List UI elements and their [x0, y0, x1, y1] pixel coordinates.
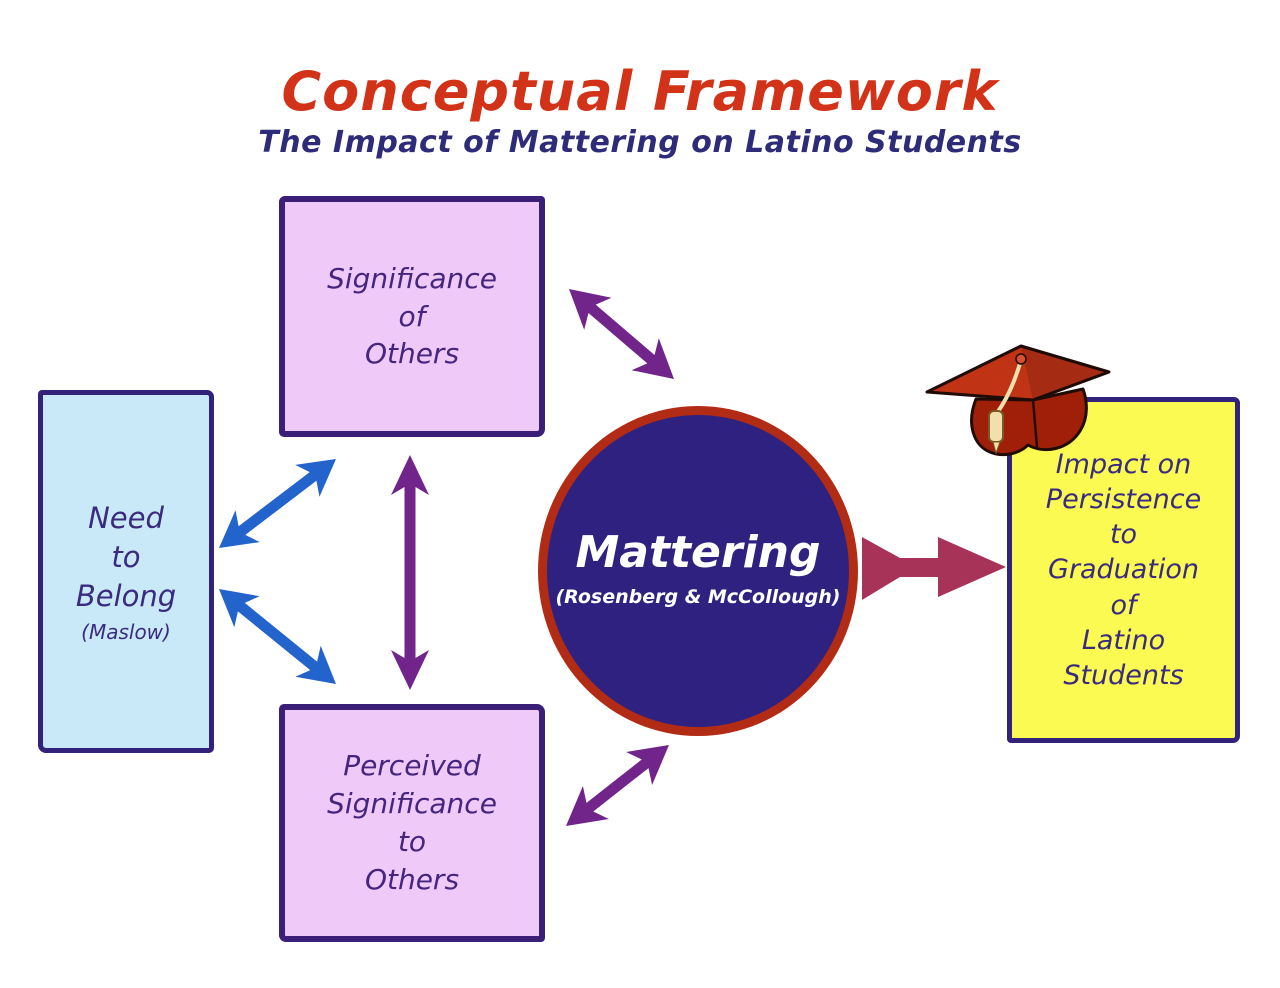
arrow-significance-perceived [391, 455, 429, 690]
node-perceived-significance: Perceived Significance to Others [279, 704, 545, 942]
arrow-significance-mattering [569, 289, 674, 379]
node-impact-on-persistence: Impact on Persistence to Graduation of L… [1007, 397, 1240, 743]
perceived-significance-label: Perceived Significance to Others [327, 749, 497, 896]
arrow-belong-perceived [219, 589, 336, 684]
mattering-sublabel: (Rosenberg & McCollough) [555, 585, 841, 608]
node-mattering: Mattering (Rosenberg & McCollough) [538, 406, 858, 736]
page-title: Conceptual Framework [281, 60, 999, 123]
arrow-perceived-mattering [566, 745, 669, 826]
mattering-label: Mattering [575, 526, 821, 578]
node-need-to-belong: Need to Belong (Maslow) [38, 390, 214, 753]
impact-label: Impact on Persistence to Graduation of L… [1045, 449, 1202, 691]
arrow-belong-significance [219, 459, 336, 548]
page-subtitle: The Impact of Mattering on Latino Studen… [258, 124, 1022, 160]
header: Conceptual Framework The Impact of Matte… [0, 60, 1280, 160]
node-significance-of-others: Significance of Others [279, 196, 545, 437]
need-to-belong-label: Need to Belong [75, 500, 177, 614]
arrow-mattering-impact [862, 537, 1006, 600]
need-to-belong-sublabel: (Maslow) [81, 620, 171, 645]
significance-of-others-label: Significance of Others [327, 261, 497, 371]
